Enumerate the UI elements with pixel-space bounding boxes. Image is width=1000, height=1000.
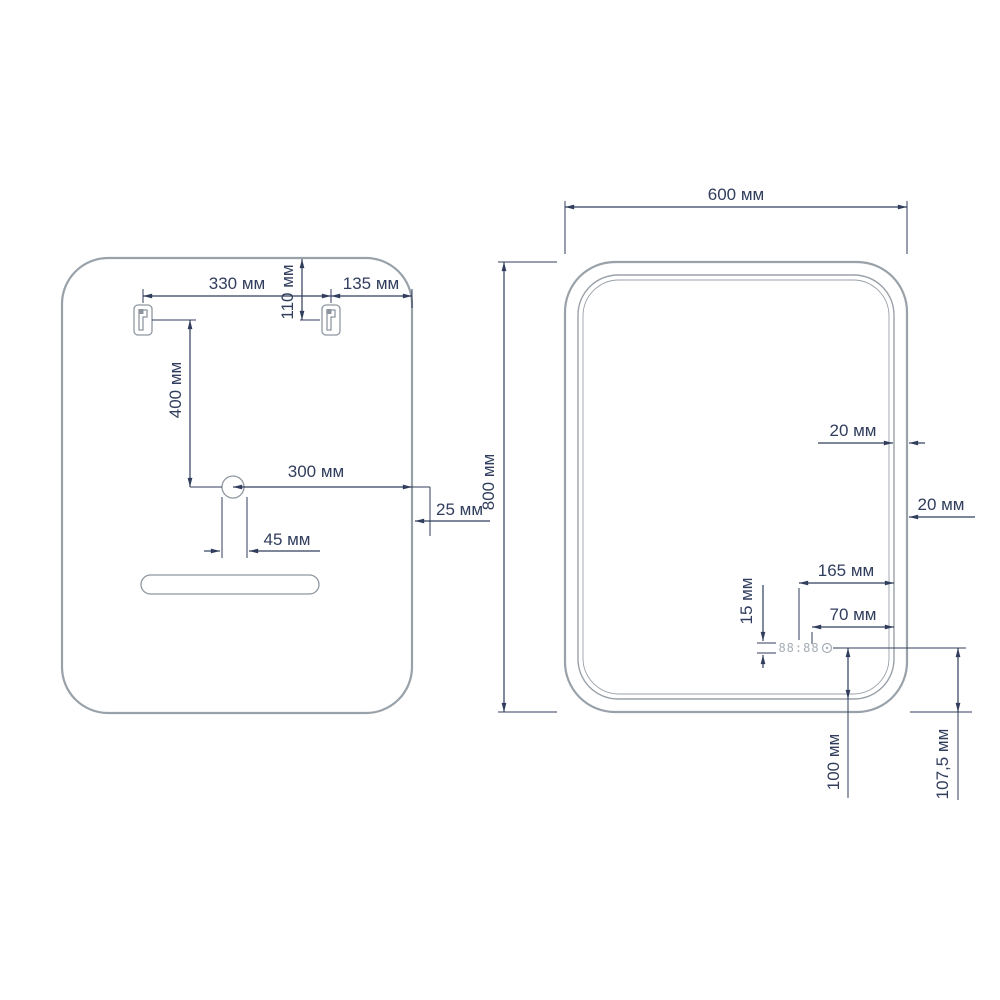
- dim-label-330: 330 мм: [209, 274, 265, 293]
- dim-label-20-top: 20 мм: [829, 421, 876, 440]
- mounting-bracket-right: [321, 304, 341, 336]
- dim-400: 400 мм: [152, 319, 196, 487]
- dim-107-5: 107,5 мм: [833, 647, 972, 800]
- dim-label-45: 45 мм: [263, 530, 310, 549]
- clock-display: 88:88: [778, 641, 819, 655]
- touch-sensor-icon: [821, 642, 833, 654]
- dim-110: 110 мм: [278, 259, 320, 321]
- mirror-front-outline: [563, 260, 909, 714]
- front-view: 88:88 600 мм 800 мм 20 мм 20 мм: [479, 185, 975, 800]
- dim-15: 15 мм: [737, 577, 776, 668]
- dim-20-frame-side: 20 мм: [909, 495, 975, 520]
- dim-label-25: 25 мм: [436, 500, 483, 519]
- dim-165: 165 мм: [798, 561, 894, 640]
- bottom-slot: [140, 574, 320, 595]
- touch-sensor-dot: [825, 646, 829, 650]
- dim-25: 25 мм: [415, 487, 490, 536]
- dim-600: 600 мм: [564, 185, 908, 254]
- led-frame-outer-line: [577, 274, 895, 700]
- dim-label-107-5: 107,5 мм: [933, 729, 952, 800]
- dim-20-frame-top: 20 мм: [818, 421, 925, 446]
- dim-100: 100 мм: [824, 648, 851, 798]
- dim-300: 300 мм: [190, 462, 430, 490]
- dim-45: 45 мм: [204, 497, 320, 558]
- dim-135: 135 мм: [331, 274, 413, 308]
- dim-label-600: 600 мм: [708, 185, 764, 204]
- dim-label-800: 800 мм: [479, 454, 498, 510]
- dim-800: 800 мм: [479, 261, 557, 713]
- dim-label-70: 70 мм: [829, 605, 876, 624]
- dim-70: 70 мм: [811, 605, 894, 644]
- dim-label-165: 165 мм: [818, 561, 874, 580]
- mounting-bracket-left: [133, 304, 153, 336]
- led-frame-inner-line: [582, 279, 890, 695]
- dim-label-300: 300 мм: [288, 462, 344, 481]
- back-view: 330 мм 135 мм 110 мм 400 мм 300 мм: [60, 256, 490, 715]
- dim-label-20-side: 20 мм: [917, 495, 964, 514]
- dim-label-135: 135 мм: [343, 274, 399, 293]
- dim-label-100: 100 мм: [824, 734, 843, 790]
- dim-label-400: 400 мм: [166, 362, 185, 418]
- dim-label-15: 15 мм: [737, 577, 756, 624]
- dim-label-110: 110 мм: [278, 264, 297, 319]
